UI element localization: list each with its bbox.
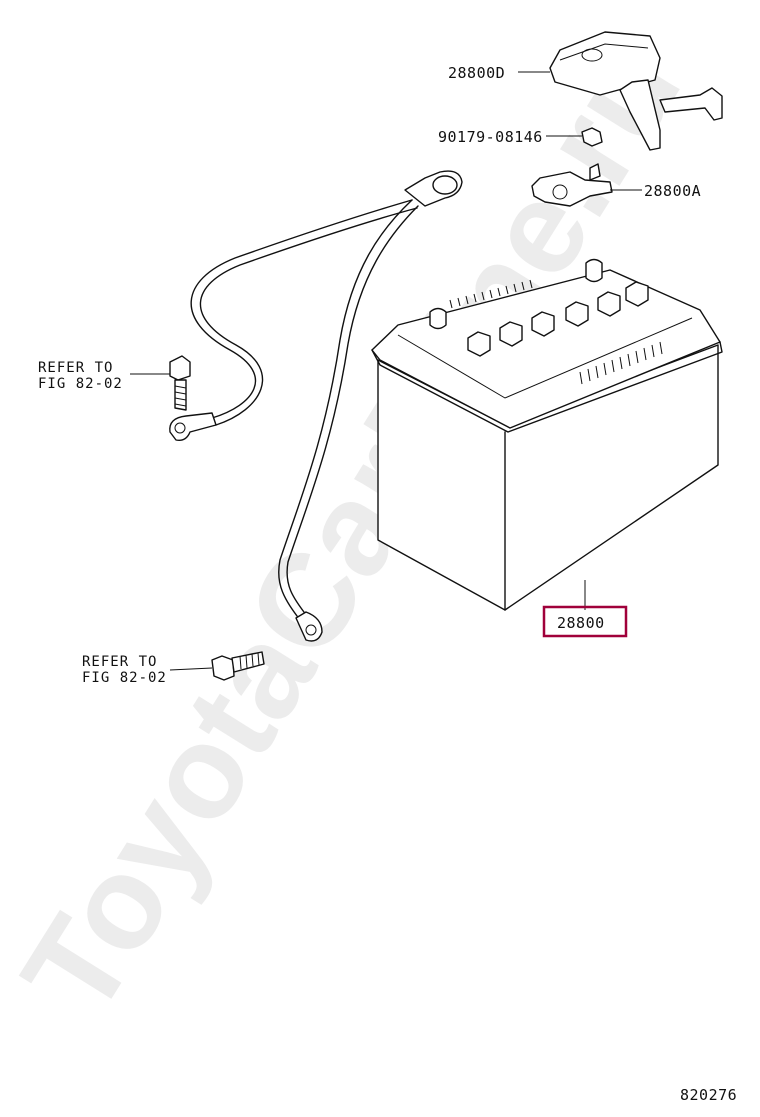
bolt-icon — [211, 651, 265, 681]
part-label-clamp[interactable]: 28800A — [644, 182, 701, 200]
part-highlight-box — [542, 605, 628, 638]
battery-illustration — [371, 258, 723, 611]
figure-number: 820276 — [680, 1086, 737, 1104]
part-label-cover[interactable]: 28800D — [448, 64, 505, 82]
nut-icon — [581, 127, 603, 147]
part-label-nut[interactable]: 90179-08146 — [438, 128, 543, 146]
terminal-cover — [549, 31, 723, 151]
refer-top-line1: REFER TO — [38, 360, 113, 376]
leader-lines — [130, 71, 642, 671]
refer-top-line2[interactable]: FIG 82-02 — [38, 376, 123, 392]
bolt-icon — [169, 355, 191, 411]
refer-bottom-line2[interactable]: FIG 82-02 — [82, 670, 167, 686]
refer-bottom-line1: REFER TO — [82, 654, 157, 670]
terminal-clamp — [531, 163, 613, 207]
ground-cable — [169, 170, 463, 642]
part-label-battery[interactable]: 28800 — [557, 614, 605, 632]
